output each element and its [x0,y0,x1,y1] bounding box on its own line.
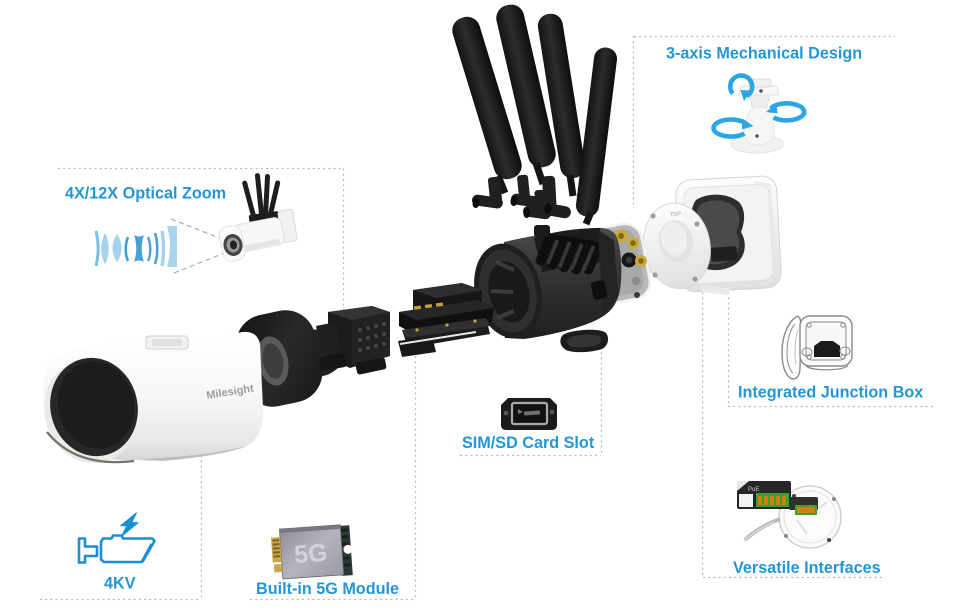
svg-text:4KV: 4KV [104,575,136,593]
svg-text:SIM/SD Card Slot: SIM/SD Card Slot [462,434,595,452]
svg-text:PoE: PoE [748,487,759,493]
svg-text:4X/12X Optical Zoom: 4X/12X Optical Zoom [65,185,226,203]
svg-text:Versatile Interfaces: Versatile Interfaces [733,559,881,577]
svg-text:Built-in 5G Module: Built-in 5G Module [256,580,399,598]
svg-text:Integrated Junction Box: Integrated Junction Box [738,384,923,402]
svg-text:3-axis Mechanical Design: 3-axis Mechanical Design [666,45,862,63]
svg-text:TOP: TOP [670,211,682,219]
svg-text:5G: 5G [293,539,328,569]
